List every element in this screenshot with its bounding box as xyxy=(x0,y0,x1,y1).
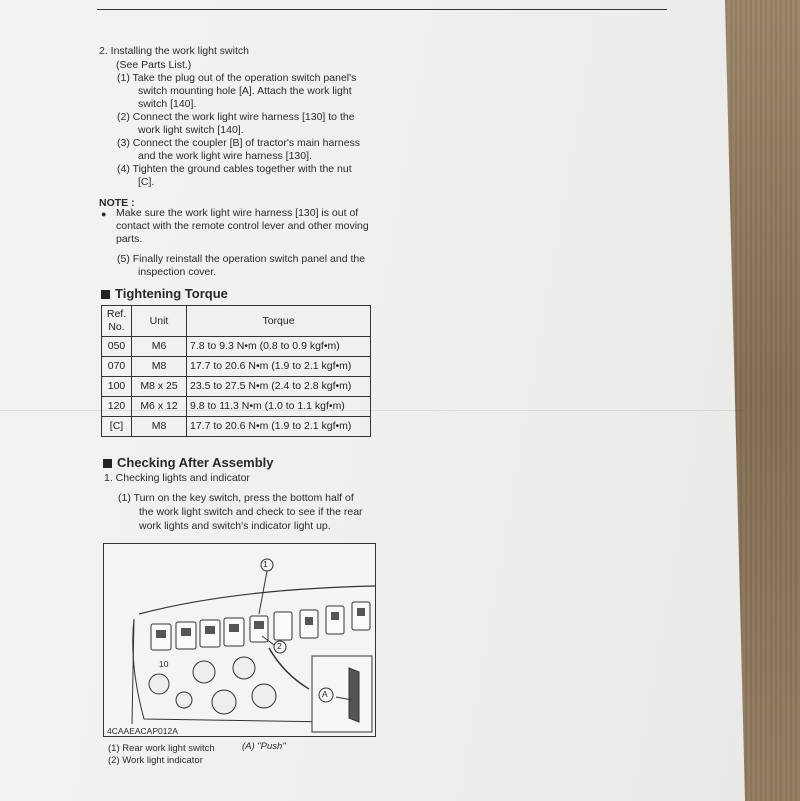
note-line1: Make sure the work light wire harness [1… xyxy=(116,207,359,219)
step5-line1: (5) Finally reinstall the operation swit… xyxy=(117,253,366,265)
cell-torque: 17.7 to 20.6 N•m (1.9 to 2.1 kgf•m) xyxy=(186,356,371,377)
cell-torque: 23.5 to 27.5 N•m (2.4 to 2.8 kgf•m) xyxy=(186,376,371,397)
switch-panel-figure: 1 2 A 10 4CAAEACAP012A xyxy=(103,543,376,737)
checking-heading: Checking After Assembly xyxy=(103,456,274,469)
square-bullet-icon xyxy=(101,290,110,299)
cell-torque: 17.7 to 20.6 N•m (1.9 to 2.1 kgf•m) xyxy=(186,416,371,437)
step5-line2: inspection cover. xyxy=(138,266,217,278)
step2-1-line2: switch mounting hole [A]. Attach the wor… xyxy=(138,85,352,97)
figure-code: 4CAAEACAP012A xyxy=(107,726,178,736)
cell-ref: [C] xyxy=(101,416,132,437)
step2-3-line1: (3) Connect the coupler [B] of tractor's… xyxy=(117,137,361,149)
instruction-document: 2. Installing the work light switch (See… xyxy=(99,45,376,766)
paper-fold-line xyxy=(0,410,745,411)
header-unit: Unit xyxy=(131,305,187,337)
bullet-icon: ● xyxy=(101,209,107,219)
cell-torque: 7.8 to 9.3 N•m (0.8 to 0.9 kgf•m) xyxy=(186,336,371,357)
callout-a-label: A xyxy=(322,689,328,699)
callout-1-label: 1 xyxy=(263,559,268,569)
square-bullet-icon xyxy=(103,459,112,468)
header-torque: Torque xyxy=(186,305,371,337)
note-line2: contact with the remote control lever an… xyxy=(116,220,369,232)
header-ref-line2: No. xyxy=(108,321,125,333)
step2-2-line2: work light switch [140]. xyxy=(138,124,244,136)
table-row: 100 M8 x 25 23.5 to 27.5 N•m (2.4 to 2.8… xyxy=(101,376,371,397)
table-row: 070 M8 17.7 to 20.6 N•m (1.9 to 2.1 kgf•… xyxy=(101,356,371,377)
note-heading: NOTE : xyxy=(99,197,135,209)
step2-2-line1: (2) Connect the work light wire harness … xyxy=(117,111,355,123)
cell-unit: M8 xyxy=(131,416,187,437)
note-line3: parts. xyxy=(116,233,143,245)
step2-4-line1: (4) Tighten the ground cables together w… xyxy=(117,163,352,175)
step2-4-line2: [C]. xyxy=(138,176,155,188)
table-row: 050 M6 7.8 to 9.3 N•m (0.8 to 0.9 kgf•m) xyxy=(101,336,371,357)
cell-unit: M6 xyxy=(131,336,187,357)
header-ref: Ref.No. xyxy=(101,305,132,337)
cell-ref: 100 xyxy=(101,376,132,397)
gauge-mark-label: 10 xyxy=(159,659,169,669)
torque-heading-text: Tightening Torque xyxy=(115,286,228,301)
table-row: 120 M6 x 12 9.8 to 11.3 N•m (1.0 to 1.1 … xyxy=(101,396,371,417)
switch-panel-drawing xyxy=(131,558,376,733)
cell-ref: 120 xyxy=(101,396,132,417)
checking-item1: 1. Checking lights and indicator xyxy=(104,472,250,484)
caption-push: (A) "Push" xyxy=(242,741,286,752)
torque-table: Ref.No. Unit Torque 050 M6 7.8 to 9.3 N•… xyxy=(101,305,371,437)
cell-unit: M6 x 12 xyxy=(131,396,187,417)
step2-1-line3: switch [140]. xyxy=(138,98,197,110)
torque-table-header: Ref.No. Unit Torque xyxy=(101,305,371,337)
header-rule xyxy=(97,9,667,10)
checking-line1: (1) Turn on the key switch, press the bo… xyxy=(118,492,354,504)
caption-rear-work-light-switch: (1) Rear work light switch xyxy=(108,743,215,754)
table-row: [C] M8 17.7 to 20.6 N•m (1.9 to 2.1 kgf•… xyxy=(101,416,371,437)
callout-2-label: 2 xyxy=(277,641,282,651)
header-ref-line1: Ref. xyxy=(106,308,127,320)
cell-unit: M8 xyxy=(131,356,187,377)
step2-1-line1: (1) Take the plug out of the operation s… xyxy=(117,72,357,84)
cell-unit: M8 x 25 xyxy=(131,376,187,397)
step2-3-line2: and the work light wire harness [130]. xyxy=(138,150,312,162)
torque-heading: Tightening Torque xyxy=(101,287,228,300)
cell-ref: 050 xyxy=(101,336,132,357)
cell-torque: 9.8 to 11.3 N•m (1.0 to 1.1 kgf•m) xyxy=(186,396,371,417)
step2-subtitle: (See Parts List.) xyxy=(116,59,192,71)
step2-title: 2. Installing the work light switch xyxy=(99,45,249,57)
caption-work-light-indicator: (2) Work light indicator xyxy=(108,755,203,766)
cell-ref: 070 xyxy=(101,356,132,377)
checking-heading-text: Checking After Assembly xyxy=(117,455,274,470)
checking-line2: the work light switch and check to see i… xyxy=(139,506,363,518)
checking-line3: work lights and switch's indicator light… xyxy=(139,520,331,532)
